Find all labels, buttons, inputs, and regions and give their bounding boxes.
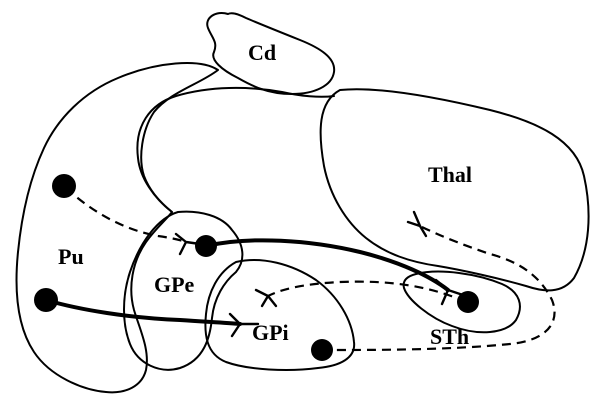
thal-label: Thal	[428, 162, 472, 187]
putamen-indirect-neuron	[52, 174, 76, 198]
pu-label: Pu	[58, 244, 84, 269]
internal-capsule-outline	[137, 88, 334, 212]
cd-label: Cd	[248, 40, 276, 65]
indirect-pathway-line	[66, 188, 186, 242]
gpe-neuron	[195, 235, 217, 257]
sth-neuron	[457, 291, 479, 313]
sth-label: STh	[430, 324, 469, 349]
putamen-direct-neuron	[34, 288, 58, 312]
sth-to-gpi-terminal	[256, 290, 276, 306]
sth-to-gpi-line	[268, 282, 466, 302]
putamen-outline	[17, 63, 218, 392]
gpi-label: GPi	[252, 320, 289, 345]
gpe-label: GPe	[154, 272, 195, 297]
gpi-neuron	[311, 339, 333, 361]
gpi-to-thalamus-terminal	[408, 212, 426, 236]
direct-pathway-line	[46, 300, 240, 324]
thalamus-outline	[321, 89, 589, 290]
